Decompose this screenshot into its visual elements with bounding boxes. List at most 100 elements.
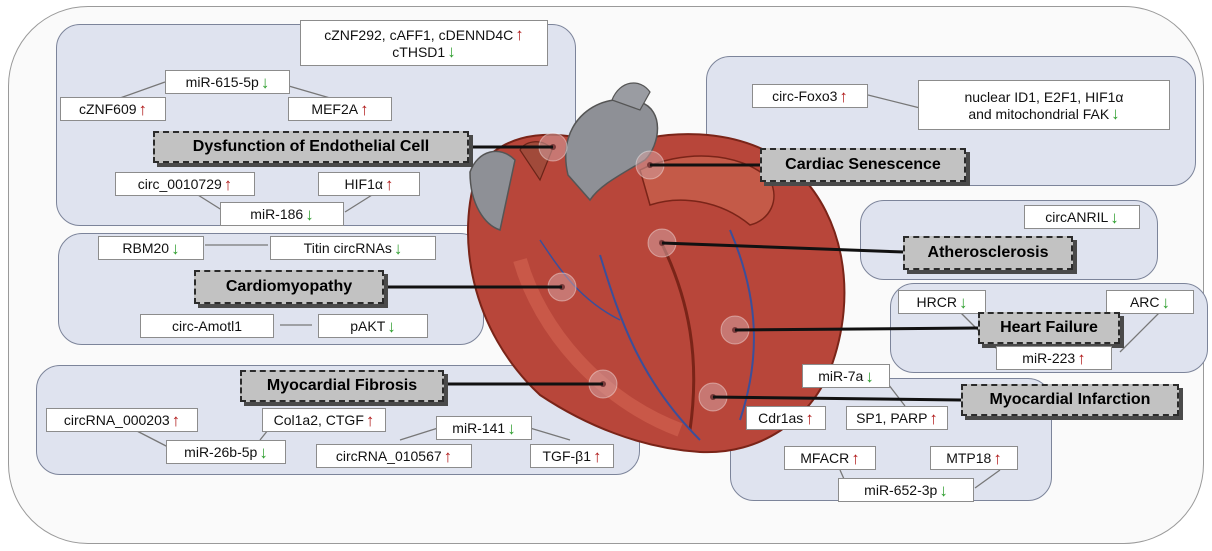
- title-infarction: Myocardial Infarction: [961, 384, 1179, 416]
- nuclear-line2-text: and mitochondrial FAK: [968, 106, 1109, 122]
- atherosclerosis-title-text: Atherosclerosis: [928, 244, 1049, 262]
- up-arrow-icon: ↑: [385, 176, 394, 193]
- label-mef2a: MEF2A↑: [288, 97, 392, 121]
- label-circ-group: cZNF292, cAFF1, cDENND4C↑ cTHSD1↓: [300, 20, 548, 66]
- label-foxo3: circ-Foxo3↑: [752, 84, 868, 108]
- hrcr-text: HRCR: [917, 294, 957, 310]
- hif1a-text: HIF1α: [345, 176, 383, 192]
- title-heart-failure: Heart Failure: [978, 312, 1120, 344]
- titin-text: Titin circRNAs: [304, 240, 392, 256]
- fibrosis-title-text: Myocardial Fibrosis: [267, 377, 417, 395]
- up-arrow-icon: ↑: [929, 410, 938, 427]
- tgfb1-text: TGF-β1: [543, 448, 592, 464]
- label-hif1a: HIF1α↑: [318, 172, 420, 196]
- mir186-text: miR-186: [250, 206, 303, 222]
- up-arrow-icon: ↑: [366, 412, 375, 429]
- down-arrow-icon: ↓: [171, 240, 180, 257]
- label-circ010567: circRNA_010567↑: [316, 444, 472, 468]
- up-arrow-icon: ↑: [805, 410, 814, 427]
- mir7a-text: miR-7a: [818, 368, 863, 384]
- up-arrow-icon: ↑: [360, 101, 369, 118]
- sp1-text: SP1, PARP: [856, 410, 927, 426]
- title-atherosclerosis: Atherosclerosis: [903, 236, 1073, 270]
- label-nuclear: nuclear ID1, E2F1, HIF1α and mitochondri…: [918, 80, 1170, 130]
- up-arrow-icon: ↑: [839, 88, 848, 105]
- label-tgfb1: TGF-β1↑: [530, 444, 614, 468]
- senescence-title-text: Cardiac Senescence: [785, 156, 941, 174]
- title-endothelial: Dysfunction of Endothelial Cell: [153, 131, 469, 163]
- circ010567-text: circRNA_010567: [336, 448, 442, 464]
- label-arc: ARC↓: [1106, 290, 1194, 314]
- heart-failure-title-text: Heart Failure: [1000, 319, 1098, 337]
- label-cdr1as: Cdr1as↑: [746, 406, 826, 430]
- title-senescence: Cardiac Senescence: [760, 148, 966, 182]
- mir652-text: miR-652-3p: [864, 482, 937, 498]
- cdr1as-text: Cdr1as: [758, 410, 803, 426]
- mir141-text: miR-141: [452, 420, 505, 436]
- title-cardiomyopathy: Cardiomyopathy: [194, 270, 384, 304]
- down-arrow-icon: ↓: [394, 240, 403, 257]
- col1a2-text: Col1a2, CTGF: [274, 412, 364, 428]
- up-arrow-icon: ↑: [1077, 350, 1086, 367]
- label-mfacr: MFACR↑: [784, 446, 876, 470]
- label-mir223: miR-223↑: [996, 346, 1112, 370]
- label-amotl1: circ-Amotl1: [140, 314, 274, 338]
- pakt-text: pAKT: [350, 318, 385, 334]
- title-fibrosis: Myocardial Fibrosis: [240, 370, 444, 402]
- mef2a-text: MEF2A: [311, 101, 358, 117]
- circ-group-text: cZNF292, cAFF1, cDENND4C: [324, 27, 513, 43]
- mir223-text: miR-223: [1022, 350, 1075, 366]
- up-arrow-icon: ↑: [593, 448, 602, 465]
- down-arrow-icon: ↓: [259, 444, 268, 461]
- label-cznf609: cZNF609↑: [60, 97, 166, 121]
- infarction-title-text: Myocardial Infarction: [990, 391, 1151, 409]
- mir615-text: miR-615-5p: [186, 74, 259, 90]
- up-arrow-icon: ↑: [515, 25, 524, 44]
- down-arrow-icon: ↓: [305, 206, 314, 223]
- down-arrow-icon: ↓: [959, 294, 968, 311]
- mir26b-text: miR-26b-5p: [184, 444, 257, 460]
- mfacr-text: MFACR: [800, 450, 849, 466]
- canril-text: circANRIL: [1045, 209, 1108, 225]
- rbm20-text: RBM20: [122, 240, 169, 256]
- label-pakt: pAKT↓: [318, 314, 428, 338]
- amotl1-text: circ-Amotl1: [172, 318, 242, 334]
- down-arrow-icon: ↓: [1111, 104, 1120, 123]
- down-arrow-icon: ↓: [447, 42, 456, 61]
- cardiomyopathy-title-text: Cardiomyopathy: [226, 278, 352, 296]
- mtp18-text: MTP18: [946, 450, 991, 466]
- up-arrow-icon: ↑: [851, 450, 860, 467]
- label-mir652: miR-652-3p↓: [838, 478, 974, 502]
- down-arrow-icon: ↓: [939, 482, 948, 499]
- up-arrow-icon: ↑: [993, 450, 1002, 467]
- circ000203-text: circRNA_000203: [64, 412, 170, 428]
- down-arrow-icon: ↓: [507, 420, 516, 437]
- up-arrow-icon: ↑: [172, 412, 181, 429]
- circ0010729-text: circ_0010729: [138, 176, 222, 192]
- label-circ000203: circRNA_000203↑: [46, 408, 198, 432]
- down-arrow-icon: ↓: [1162, 294, 1171, 311]
- up-arrow-icon: ↑: [139, 101, 148, 118]
- down-arrow-icon: ↓: [1110, 209, 1119, 226]
- up-arrow-icon: ↑: [224, 176, 233, 193]
- label-hrcr: HRCR↓: [898, 290, 986, 314]
- label-mir26b: miR-26b-5p↓: [166, 440, 286, 464]
- up-arrow-icon: ↑: [444, 448, 453, 465]
- label-mir7a: miR-7a↓: [802, 364, 890, 388]
- label-mir186: miR-186↓: [220, 202, 344, 226]
- foxo3-text: circ-Foxo3: [772, 88, 837, 104]
- label-sp1: SP1, PARP↑: [846, 406, 948, 430]
- cznf609-text: cZNF609: [79, 101, 137, 117]
- label-rbm20: RBM20↓: [98, 236, 204, 260]
- down-arrow-icon: ↓: [261, 74, 270, 91]
- endothelial-title-text: Dysfunction of Endothelial Cell: [193, 138, 429, 156]
- label-mtp18: MTP18↑: [930, 446, 1018, 470]
- label-canril: circANRIL↓: [1024, 205, 1140, 229]
- nuclear-line1-text: nuclear ID1, E2F1, HIF1α: [964, 89, 1123, 105]
- label-circ0010729: circ_0010729↑: [115, 172, 255, 196]
- down-arrow-icon: ↓: [387, 318, 396, 335]
- label-mir615: miR-615-5p↓: [165, 70, 290, 94]
- down-arrow-icon: ↓: [865, 368, 874, 385]
- arc-text: ARC: [1130, 294, 1160, 310]
- label-mir141: miR-141↓: [436, 416, 532, 440]
